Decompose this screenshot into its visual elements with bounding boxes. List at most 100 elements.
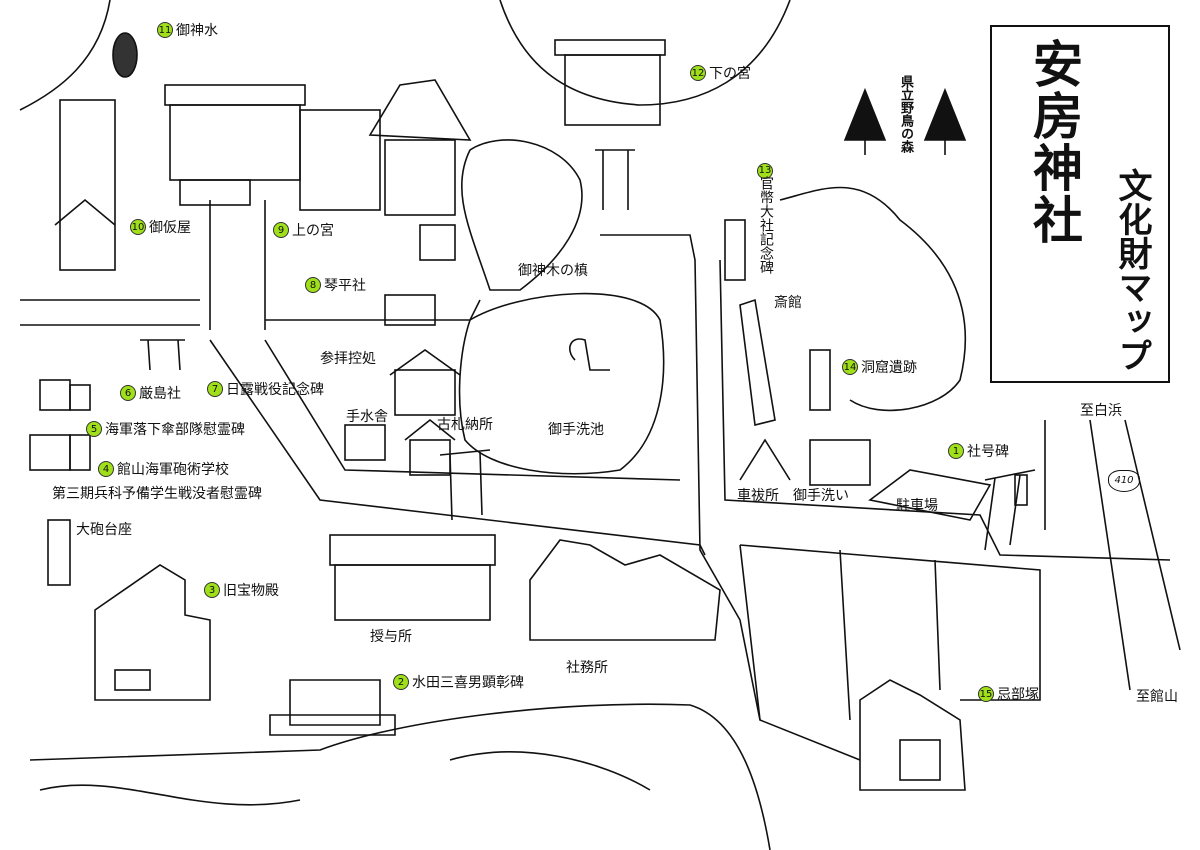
landmark-label: 水田三喜男顕彰碑 <box>412 675 524 691</box>
cannon-base <box>47 519 71 586</box>
to-tateyama-label: 至館山 <box>1136 689 1178 705</box>
landmark-label: 日露戦役記念碑 <box>226 382 324 398</box>
landmark-label: 忌部塚 <box>997 687 1039 703</box>
fence <box>20 299 481 326</box>
landmark-label: 御仮屋 <box>149 220 191 236</box>
juyosho-label: 授与所 <box>370 629 412 645</box>
field <box>739 544 1041 721</box>
landmark-label: 下の宮 <box>709 66 751 82</box>
number-badge: 9 <box>273 222 289 238</box>
landmark-label: 旧宝物殿 <box>223 583 279 599</box>
sacred-tree-label: 御神木の槙 <box>518 263 588 279</box>
number-badge: 11 <box>157 22 173 38</box>
route-sign: 410 <box>1108 470 1140 492</box>
kanpei-monument <box>724 219 746 281</box>
imbe-mound <box>859 679 966 791</box>
sacred-tree <box>460 139 583 291</box>
landmark-4-line2: 第三期兵科予備学生戦没者慰霊碑 <box>52 486 262 502</box>
tree-icon <box>843 87 887 155</box>
number-badge: 4 <box>98 461 114 477</box>
saikan-label: 斎館 <box>774 295 802 311</box>
parking-label: 駐車場 <box>896 498 938 514</box>
cannon-base-label: 大砲台座 <box>76 522 132 538</box>
mizuta-monument <box>269 679 396 736</box>
shamusho-label: 社務所 <box>566 660 608 676</box>
old-treasure-hall <box>94 564 211 701</box>
shamusho-building <box>529 539 721 641</box>
pond-label: 御手洗池 <box>548 422 604 438</box>
car-purification-building <box>739 438 791 481</box>
number-badge: 5 <box>86 421 102 437</box>
old-talisman-label: 古札納所 <box>437 417 493 433</box>
to-shirahama-label: 至白浜 <box>1080 403 1122 419</box>
number-badge: 10 <box>130 219 146 235</box>
landmark-label: 官幣大社記念碑 <box>758 176 774 274</box>
toilet-building <box>809 439 871 486</box>
number-badge: 1 <box>948 443 964 459</box>
parking-lot <box>868 469 992 521</box>
kotohira-shrine <box>384 294 436 326</box>
number-badge: 7 <box>207 381 223 397</box>
number-badge: 6 <box>120 385 136 401</box>
toilet-label: 御手洗い <box>793 488 849 504</box>
cliff <box>29 703 771 850</box>
number-badge: 14 <box>842 359 858 375</box>
waiting-hall-label: 参拝控処 <box>320 351 376 367</box>
road <box>719 259 1171 561</box>
juyosho-building <box>329 534 496 566</box>
landmark-label: 御神水 <box>176 23 218 39</box>
landmark-label: 洞窟遺跡 <box>861 360 917 376</box>
upper-shrine-building <box>164 79 472 216</box>
landmark-label: 館山海軍砲術学校 <box>117 462 229 478</box>
road <box>209 200 706 556</box>
number-badge: 13 <box>757 162 773 179</box>
hill-outline <box>19 0 791 111</box>
map-subtitle: 文化財マップ <box>1112 168 1152 372</box>
torii-entrance <box>984 469 1036 551</box>
sacred-water-stone <box>112 32 138 78</box>
saikan-building <box>739 298 776 426</box>
torii <box>439 449 491 521</box>
number-badge: 12 <box>690 65 706 81</box>
landmark-label: 厳島社 <box>139 386 181 402</box>
cave-monument <box>809 349 831 411</box>
cave-hills <box>779 186 967 412</box>
landmark-label: 琴平社 <box>324 278 366 294</box>
temporary-hall <box>59 99 116 271</box>
number-badge: 15 <box>978 686 994 702</box>
temizuya-building <box>344 424 386 461</box>
road-national <box>1044 419 1181 691</box>
pond <box>458 292 665 475</box>
title-box <box>990 25 1170 383</box>
number-badge: 2 <box>393 674 409 690</box>
landmark-label: 社号碑 <box>967 444 1009 460</box>
number-badge: 3 <box>204 582 220 598</box>
number-badge: 8 <box>305 277 321 293</box>
itsukushima <box>140 339 185 371</box>
landmark-label: 海軍落下傘部隊慰霊碑 <box>105 422 245 438</box>
tree-icon <box>923 87 967 155</box>
old-talisman-building <box>409 439 451 476</box>
map-title: 安房神社 <box>1025 38 1083 246</box>
lower-shrine <box>554 39 666 210</box>
waiting-hall <box>394 369 456 416</box>
forest-label: 県立野鳥の森 <box>898 75 913 153</box>
landmark-label: 上の宮 <box>292 223 334 239</box>
landmark-13[interactable]: 13 <box>757 158 773 179</box>
temizuya-label: 手水舎 <box>346 409 388 425</box>
